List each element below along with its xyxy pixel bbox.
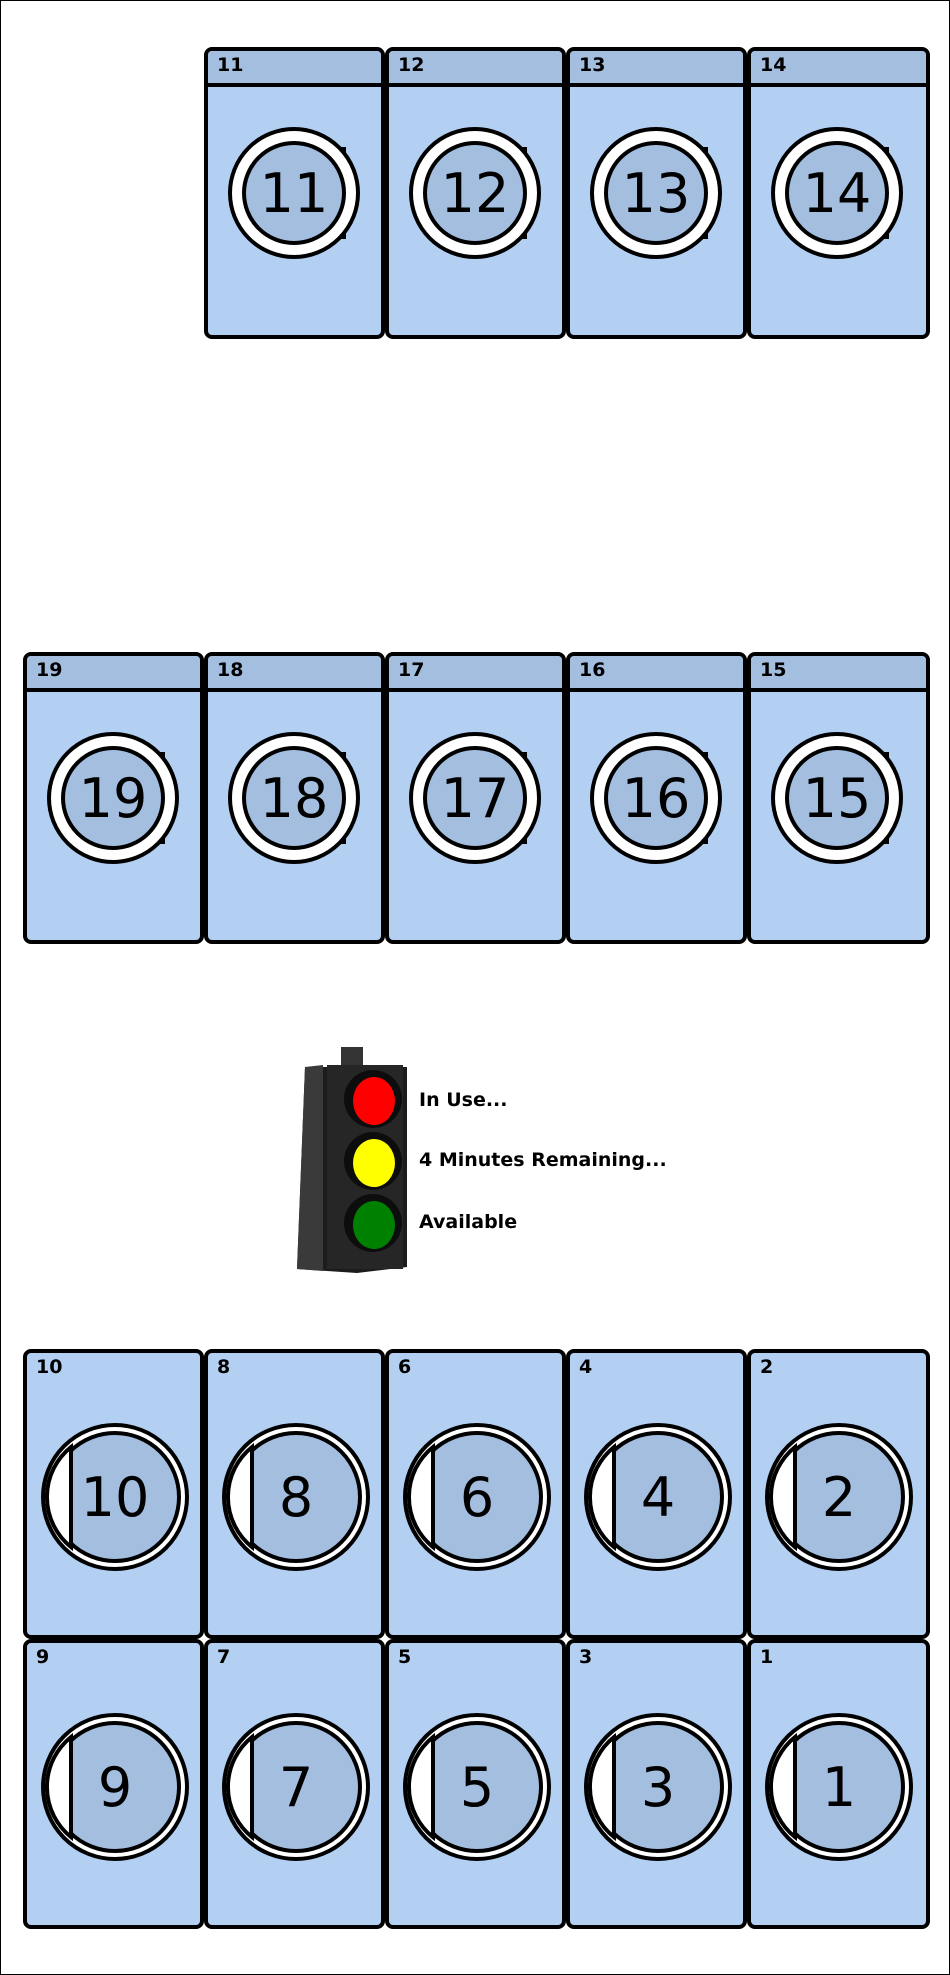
dryer-door-icon: 19 (47, 732, 179, 864)
washer-door-icon: 6 (403, 1423, 551, 1571)
dryer-number: 12 (441, 162, 510, 225)
washer-number: 7 (279, 1756, 313, 1819)
washer-label: 6 (398, 1356, 412, 1378)
washer-2[interactable]: 2 2 (747, 1349, 930, 1639)
dryer-door-icon: 16 (590, 732, 722, 864)
dryer-number: 19 (79, 767, 148, 830)
washer-number: 8 (279, 1466, 313, 1529)
dryer-label: 17 (398, 659, 425, 681)
washer-door-icon: 3 (584, 1713, 732, 1861)
washer-label: 5 (398, 1646, 412, 1668)
legend-in-use: In Use... (419, 1089, 508, 1111)
washer-number: 1 (822, 1756, 856, 1819)
dryer-number: 18 (260, 767, 329, 830)
dryer-19[interactable]: 19 19 (23, 652, 204, 944)
dryer-number: 11 (260, 162, 329, 225)
dryer-door-icon: 15 (771, 732, 903, 864)
dryer-number: 16 (622, 767, 691, 830)
washer-label: 7 (217, 1646, 231, 1668)
washer-label: 1 (760, 1646, 774, 1668)
dryer-label: 12 (398, 54, 425, 76)
legend-minutes-remaining: 4 Minutes Remaining... (419, 1149, 667, 1171)
dryer-number: 14 (803, 162, 872, 225)
dryer-12[interactable]: 12 12 (385, 47, 566, 339)
washer-label: 2 (760, 1356, 774, 1378)
dryer-label: 16 (579, 659, 606, 681)
washer-9[interactable]: 9 9 (23, 1639, 204, 1929)
dryer-13[interactable]: 13 13 (566, 47, 747, 339)
dryer-header (389, 51, 562, 87)
washer-door-icon: 10 (41, 1423, 189, 1571)
dryer-number: 17 (441, 767, 510, 830)
washer-number: 9 (98, 1756, 132, 1819)
washer-door-icon: 1 (765, 1713, 913, 1861)
dryer-header (208, 656, 381, 692)
washer-8[interactable]: 8 8 (204, 1349, 385, 1639)
dryer-door-icon: 13 (590, 127, 722, 259)
dryer-17[interactable]: 17 17 (385, 652, 566, 944)
dryer-label: 13 (579, 54, 606, 76)
washer-3[interactable]: 3 3 (566, 1639, 747, 1929)
washer-7[interactable]: 7 7 (204, 1639, 385, 1929)
washer-label: 10 (36, 1356, 63, 1378)
green-light-icon (353, 1201, 395, 1249)
dryer-label: 14 (760, 54, 787, 76)
washer-6[interactable]: 6 6 (385, 1349, 566, 1639)
dryer-15[interactable]: 15 15 (747, 652, 930, 944)
washer-door-icon: 7 (222, 1713, 370, 1861)
dryer-header (570, 51, 743, 87)
dryer-door-icon: 14 (771, 127, 903, 259)
washer-number: 5 (460, 1756, 494, 1819)
dryer-door-icon: 18 (228, 732, 360, 864)
yellow-light-icon (353, 1139, 395, 1187)
dryer-16[interactable]: 16 16 (566, 652, 747, 944)
dryer-header (751, 656, 926, 692)
washer-label: 4 (579, 1356, 593, 1378)
washer-10[interactable]: 10 10 (23, 1349, 204, 1639)
dryer-number: 15 (803, 767, 872, 830)
legend-available: Available (419, 1211, 518, 1233)
red-light-icon (353, 1077, 395, 1125)
washer-number: 3 (641, 1756, 675, 1819)
washer-door-icon: 2 (765, 1423, 913, 1571)
traffic-light-icon (297, 1047, 407, 1273)
status-legend: In Use... 4 Minutes Remaining... Availab… (297, 1047, 717, 1277)
washer-door-icon: 4 (584, 1423, 732, 1571)
dryer-14[interactable]: 14 14 (747, 47, 930, 339)
dryer-number: 13 (622, 162, 691, 225)
dryer-header (389, 656, 562, 692)
washer-label: 9 (36, 1646, 50, 1668)
dryer-label: 19 (36, 659, 63, 681)
dryer-door-icon: 17 (409, 732, 541, 864)
washer-4[interactable]: 4 4 (566, 1349, 747, 1639)
dryer-11[interactable]: 11 11 (204, 47, 385, 339)
dryer-door-icon: 11 (228, 127, 360, 259)
washer-number: 4 (641, 1466, 675, 1529)
washer-door-icon: 8 (222, 1423, 370, 1571)
washer-number: 6 (460, 1466, 494, 1529)
washer-door-icon: 9 (41, 1713, 189, 1861)
washer-5[interactable]: 5 5 (385, 1639, 566, 1929)
dryer-18[interactable]: 18 18 (204, 652, 385, 944)
washer-number: 2 (822, 1466, 856, 1529)
dryer-header (570, 656, 743, 692)
washer-label: 8 (217, 1356, 231, 1378)
dryer-label: 15 (760, 659, 787, 681)
washer-number: 10 (81, 1466, 150, 1529)
washer-label: 3 (579, 1646, 593, 1668)
dryer-header (208, 51, 381, 87)
washer-door-icon: 5 (403, 1713, 551, 1861)
dryer-label: 18 (217, 659, 244, 681)
dryer-header (751, 51, 926, 87)
dryer-header (27, 656, 200, 692)
dryer-door-icon: 12 (409, 127, 541, 259)
dryer-label: 11 (217, 54, 244, 76)
washer-1[interactable]: 1 1 (747, 1639, 930, 1929)
